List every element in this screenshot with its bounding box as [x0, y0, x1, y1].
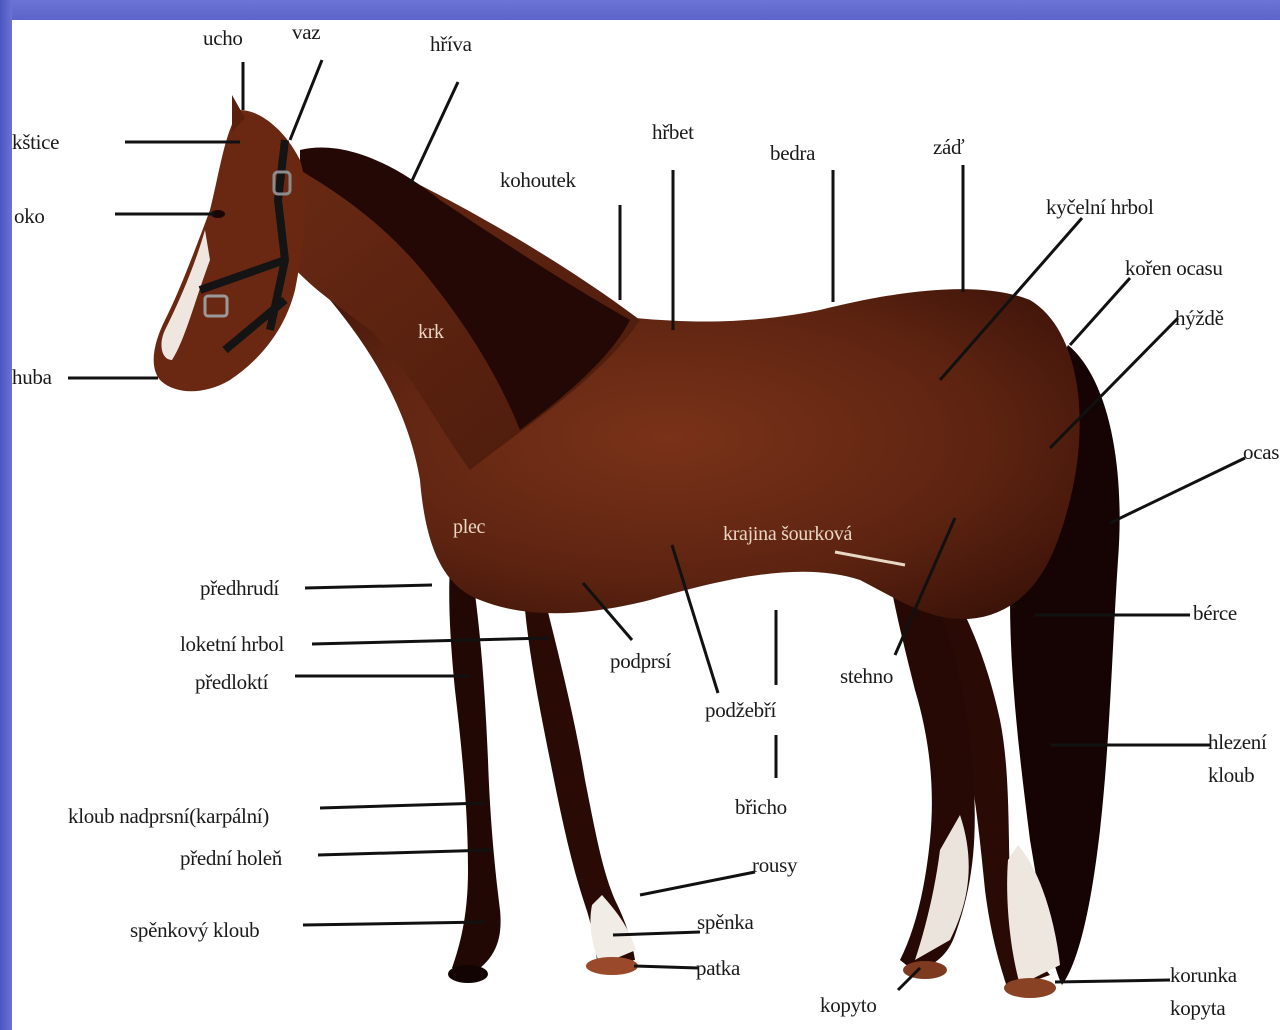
label-vaz: vaz — [292, 22, 320, 43]
hoof-front-far — [586, 957, 638, 975]
label-loketni-hrbol: loketní hrbol — [180, 634, 284, 655]
label-korunka-2: kopyta — [1170, 998, 1225, 1019]
hoof-hind-near — [1004, 978, 1056, 998]
label-kycelni-hrbol: kyčelní hrbol — [1046, 197, 1154, 218]
label-ocas: ocas — [1243, 442, 1279, 463]
label-zad: záď — [933, 137, 964, 158]
label-hlezenni-kloub-1: hlezení — [1208, 732, 1267, 753]
label-hriva: hříva — [430, 34, 472, 55]
label-podzebri: podžebří — [705, 700, 776, 721]
label-kohoutek: kohoutek — [500, 170, 576, 191]
label-spenka: spěnka — [697, 912, 754, 933]
label-kstice: kštice — [12, 132, 59, 153]
label-kopyto: kopyto — [820, 995, 877, 1016]
front-leg-near — [449, 560, 500, 975]
label-ucho: ucho — [203, 28, 243, 49]
label-hrbet: hřbet — [652, 122, 694, 143]
label-predlokti: předloktí — [195, 672, 268, 693]
label-huba: huba — [12, 367, 52, 388]
label-podprsi: podprsí — [610, 651, 671, 672]
label-krajina-sourkova: krajina šourková — [723, 524, 852, 544]
label-oko: oko — [14, 206, 45, 227]
label-berce: bérce — [1193, 603, 1237, 624]
label-plec: plec — [453, 517, 485, 537]
label-kloub-nadprsni: kloub nadprsní(karpální) — [68, 806, 269, 827]
label-koren-ocasu: kořen ocasu — [1125, 258, 1223, 279]
label-hyzde: hýždě — [1175, 308, 1224, 329]
label-krk: krk — [418, 322, 444, 342]
label-hlezenni-kloub-2: kloub — [1208, 765, 1254, 786]
label-predni-holen: přední holeň — [180, 848, 282, 869]
label-bricho: břicho — [735, 797, 787, 818]
label-spenkovy-kloub: spěnkový kloub — [130, 920, 259, 941]
label-bedra: bedra — [770, 143, 815, 164]
label-predhrudi: předhrudí — [200, 578, 279, 599]
label-stehno: stehno — [840, 666, 893, 687]
hoof-front-near — [448, 965, 488, 983]
label-patka: patka — [696, 958, 740, 979]
label-korunka-1: korunka — [1170, 965, 1237, 986]
label-rousy: rousy — [752, 855, 797, 876]
